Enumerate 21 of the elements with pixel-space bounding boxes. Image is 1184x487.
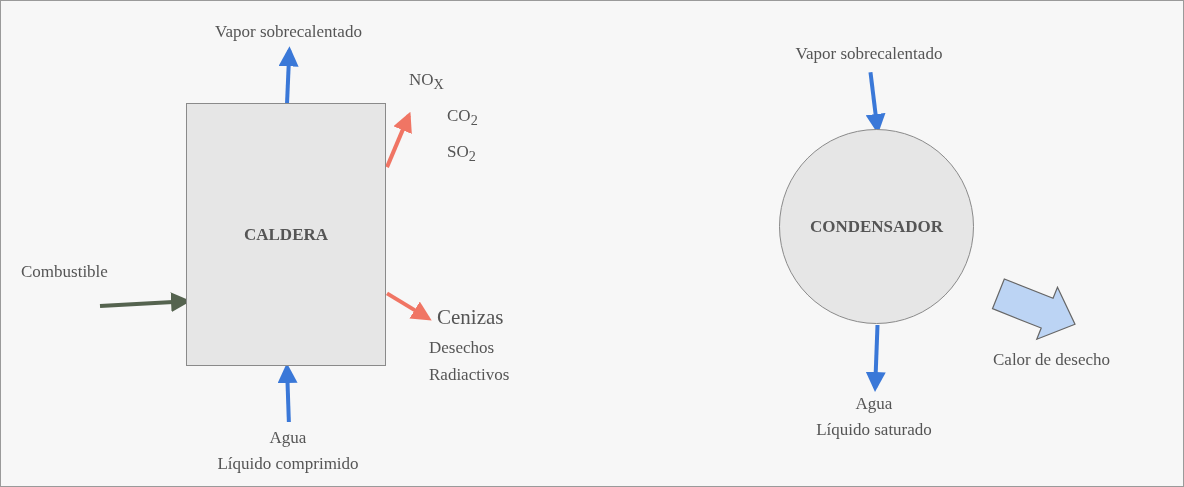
flow-label: Cenizas <box>436 304 505 331</box>
flow-label: NO$_{X}$ <box>409 69 445 95</box>
arrow <box>385 111 412 168</box>
flow-label: Líquido comprimido <box>216 453 360 476</box>
flow-label: SO$_{2}$ <box>446 141 477 167</box>
boiler-label: CALDERA <box>243 224 329 245</box>
flow-label: Calor de desecho <box>993 349 1112 371</box>
condenser-label: CONDENSADOR <box>809 216 944 237</box>
flow-label: Agua <box>268 427 308 449</box>
flow-label: Vapor sobrecalentado <box>214 21 363 43</box>
arrow <box>278 46 299 105</box>
flow-label: Agua <box>854 393 894 415</box>
flow-label: CO$_{2}$ <box>446 105 479 131</box>
arrow <box>385 291 432 321</box>
flow-label: Líquido saturado <box>815 419 933 442</box>
flow-label: Combustible <box>21 261 109 283</box>
flow-label: Vapor sobrecalentado <box>794 43 944 65</box>
boiler-box <box>186 103 386 366</box>
arrow <box>865 324 886 392</box>
block-arrow <box>991 278 1076 341</box>
flow-label: Desechos Radiactivos <box>429 336 511 386</box>
